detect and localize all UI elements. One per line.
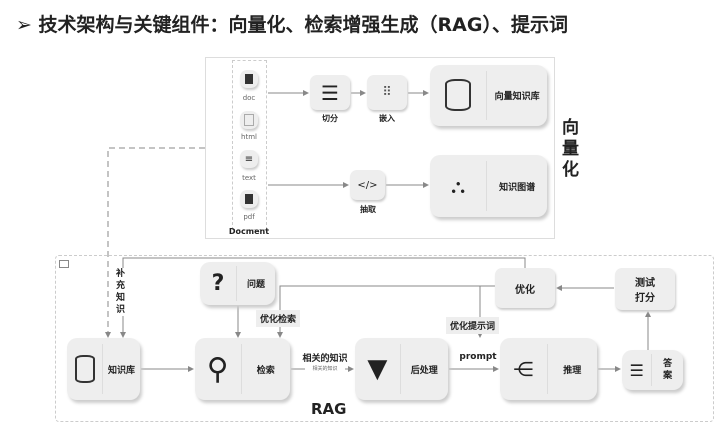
knowledge-graph-node: ⛬知识图谱 [430, 155, 547, 217]
extract-node: </> [350, 170, 385, 200]
rag-section-label: RAG [311, 400, 347, 418]
document-column [232, 60, 267, 230]
text-file-icon: ≡ [240, 150, 258, 168]
doc-file-icon [240, 70, 258, 88]
vectorize-section-label: 向量化 [562, 118, 579, 180]
pdf-file-icon [240, 190, 258, 208]
database-icon [445, 79, 472, 112]
answer-node: ☰答案 [622, 350, 683, 390]
post-process-node: ▼后处理 [355, 338, 448, 400]
page-title: ➢ 技术架构与关键组件：向量化、检索增强生成（RAG）、提示词 [16, 14, 568, 36]
embed-node: ⠿ [367, 75, 407, 110]
text-lines-icon: ☰ [629, 360, 644, 380]
optimize-retrieval-label: 优化检索 [256, 310, 301, 327]
retrieve-node: ⚲检索 [195, 338, 290, 400]
relevant-knowledge-small-label: 相关的知识 [305, 365, 345, 372]
code-icon: </> [357, 179, 378, 191]
knowledge-base-node: 知识库 [67, 338, 140, 400]
optimize-prompt-label: 优化提示词 [446, 317, 500, 334]
chunk-label: 切分 [322, 114, 338, 123]
vector-db-node: 向量知识库 [430, 65, 547, 126]
pdf-label: pdf [243, 213, 255, 221]
funnel-icon: ▼ [367, 354, 388, 384]
network-icon: ⋲ [513, 357, 534, 381]
relevant-knowledge-label: 相关的知识 [302, 354, 348, 364]
test-score-node: 测试打分 [615, 268, 675, 310]
database-icon [74, 355, 95, 383]
embed-label: 嵌入 [379, 114, 395, 123]
prompt-label: prompt [459, 352, 497, 362]
html-file-icon [240, 111, 258, 129]
rag-panel [55, 255, 714, 422]
search-icon: ⚲ [206, 351, 229, 387]
optimize-node: 优化 [495, 268, 555, 308]
chunk-node: ☰ [310, 75, 350, 110]
question-node: ?问题 [200, 262, 275, 305]
html-label: html [241, 133, 257, 141]
documents-label: Docment [228, 227, 270, 236]
supplement-label: 补充知识 [116, 268, 127, 316]
lines-icon: ☰ [321, 80, 339, 105]
text-label: text [242, 174, 256, 182]
extract-label: 抽取 [360, 205, 376, 214]
inference-node: ⋲推理 [500, 338, 597, 400]
grid-icon: ⠿ [382, 85, 392, 100]
doc-label: doc [242, 94, 256, 102]
question-mark-icon: ? [211, 270, 225, 296]
monitor-icon [59, 260, 69, 268]
graph-icon: ⛬ [451, 174, 466, 198]
